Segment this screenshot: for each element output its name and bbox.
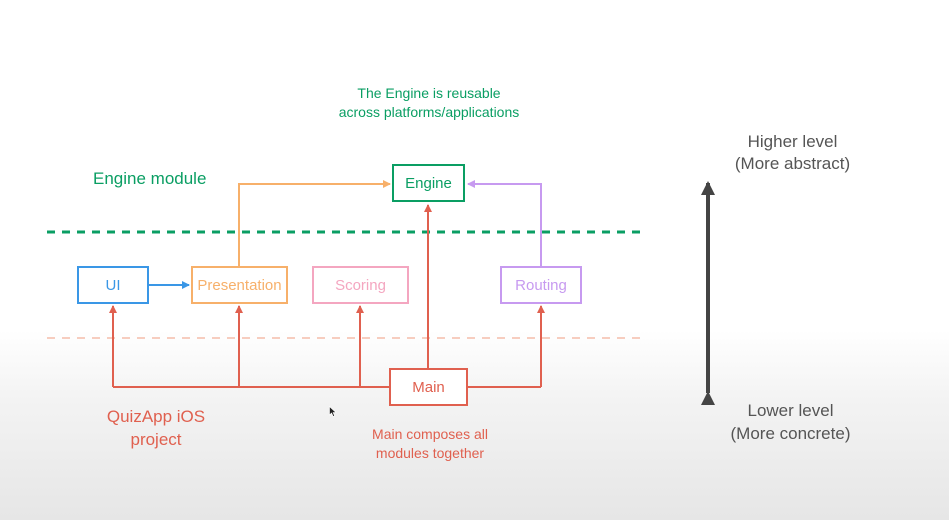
higher-level-line-1: Higher level [747, 132, 838, 151]
routing-box: Routing [500, 266, 582, 304]
quizapp-project-label: QuizApp iOS project [96, 405, 216, 451]
engine-reusable-note: The Engine is reusable across platforms/… [329, 84, 529, 122]
quizapp-line-2: project [130, 430, 182, 449]
main-composes-line-2: modules together [375, 445, 485, 461]
engine-reusable-line-2: across platforms/applications [338, 104, 520, 120]
quizapp-line-1: QuizApp iOS [106, 407, 206, 426]
scoring-box: Scoring [312, 266, 409, 304]
presentation-box: Presentation [191, 266, 288, 304]
main-box: Main [389, 368, 468, 406]
presentation-to-engine-arrow [238, 180, 391, 266]
main-composes-note: Main composes all modules together [350, 425, 510, 463]
lower-level-label: Lower level (More concrete) [713, 399, 868, 445]
higher-level-label: Higher level (More abstract) [715, 131, 870, 175]
engine-module-label: Engine module [93, 169, 207, 188]
engine-box: Engine [392, 164, 465, 202]
lower-level-line-2: (More concrete) [730, 424, 851, 443]
lower-level-line-1: Lower level [747, 401, 834, 420]
higher-level-line-2: (More abstract) [734, 154, 851, 173]
ui-box: UI [77, 266, 149, 304]
mouse-pointer-icon [329, 406, 337, 417]
routing-to-engine-arrow [467, 180, 542, 266]
engine-reusable-line-1: The Engine is reusable [357, 85, 501, 101]
main-composes-line-1: Main composes all [372, 426, 488, 442]
